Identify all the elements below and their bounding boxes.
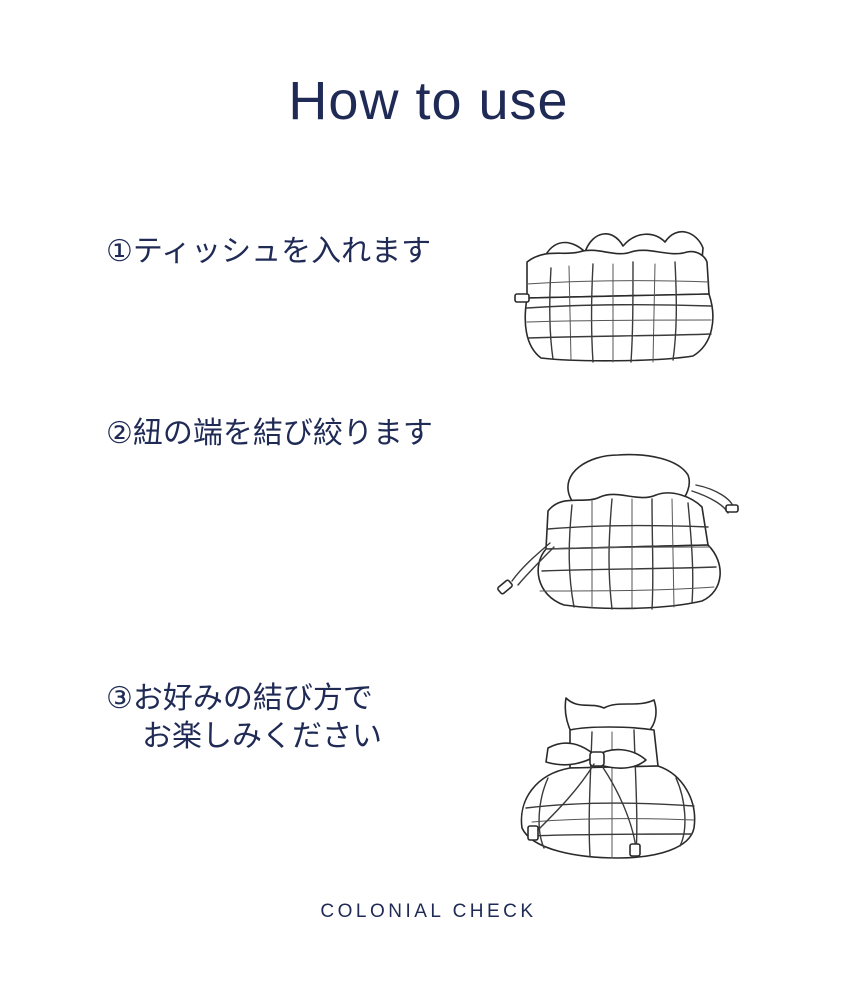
step-2-text: ②紐の端を結び絞ります <box>106 415 433 453</box>
step-2-line1: ②紐の端を結び絞ります <box>106 416 433 451</box>
pouch-open-icon <box>514 230 714 363</box>
pouch-drawn-icon <box>497 453 739 610</box>
step-3-line2: お楽しみください <box>142 719 382 754</box>
step-3-line1: ③お好みの結び方で <box>106 681 373 716</box>
step-1-text: ①ティッシュを入れます <box>106 233 431 271</box>
page-title: How to use <box>288 71 569 131</box>
brand-name: COLONIAL CHECK <box>320 901 537 922</box>
step-1-line1: ①ティッシュを入れます <box>106 234 432 269</box>
pouch-bow-icon <box>520 697 696 859</box>
step-3-text: ③お好みの結び方で お楽しみください <box>106 680 382 756</box>
